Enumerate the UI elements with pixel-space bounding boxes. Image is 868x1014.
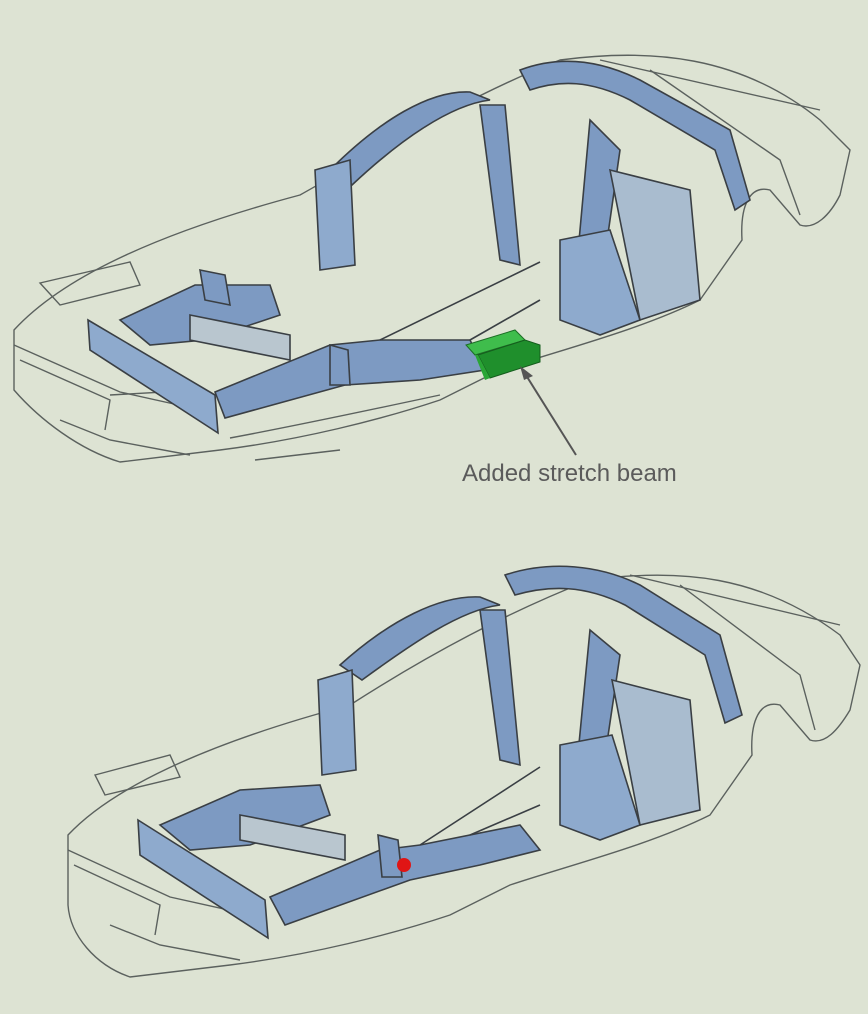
- bottom-roof-structure: [317, 565, 743, 841]
- bottom-car-body-outline: [67, 574, 861, 978]
- bottom-frame-rails: [137, 766, 542, 940]
- callout-label: Added stretch beam: [462, 460, 677, 487]
- top-frame-rails: [87, 261, 541, 435]
- red-marker: [397, 858, 411, 872]
- added-stretch-beam: [465, 329, 541, 380]
- bottom-chassis-panel: [0, 505, 868, 1014]
- top-chassis-panel: [0, 0, 868, 505]
- top-roof-structure: [314, 60, 751, 336]
- callout-arrow: [520, 366, 577, 456]
- top-chassis-illustration: [13, 54, 851, 463]
- bottom-chassis-illustration: [67, 565, 861, 978]
